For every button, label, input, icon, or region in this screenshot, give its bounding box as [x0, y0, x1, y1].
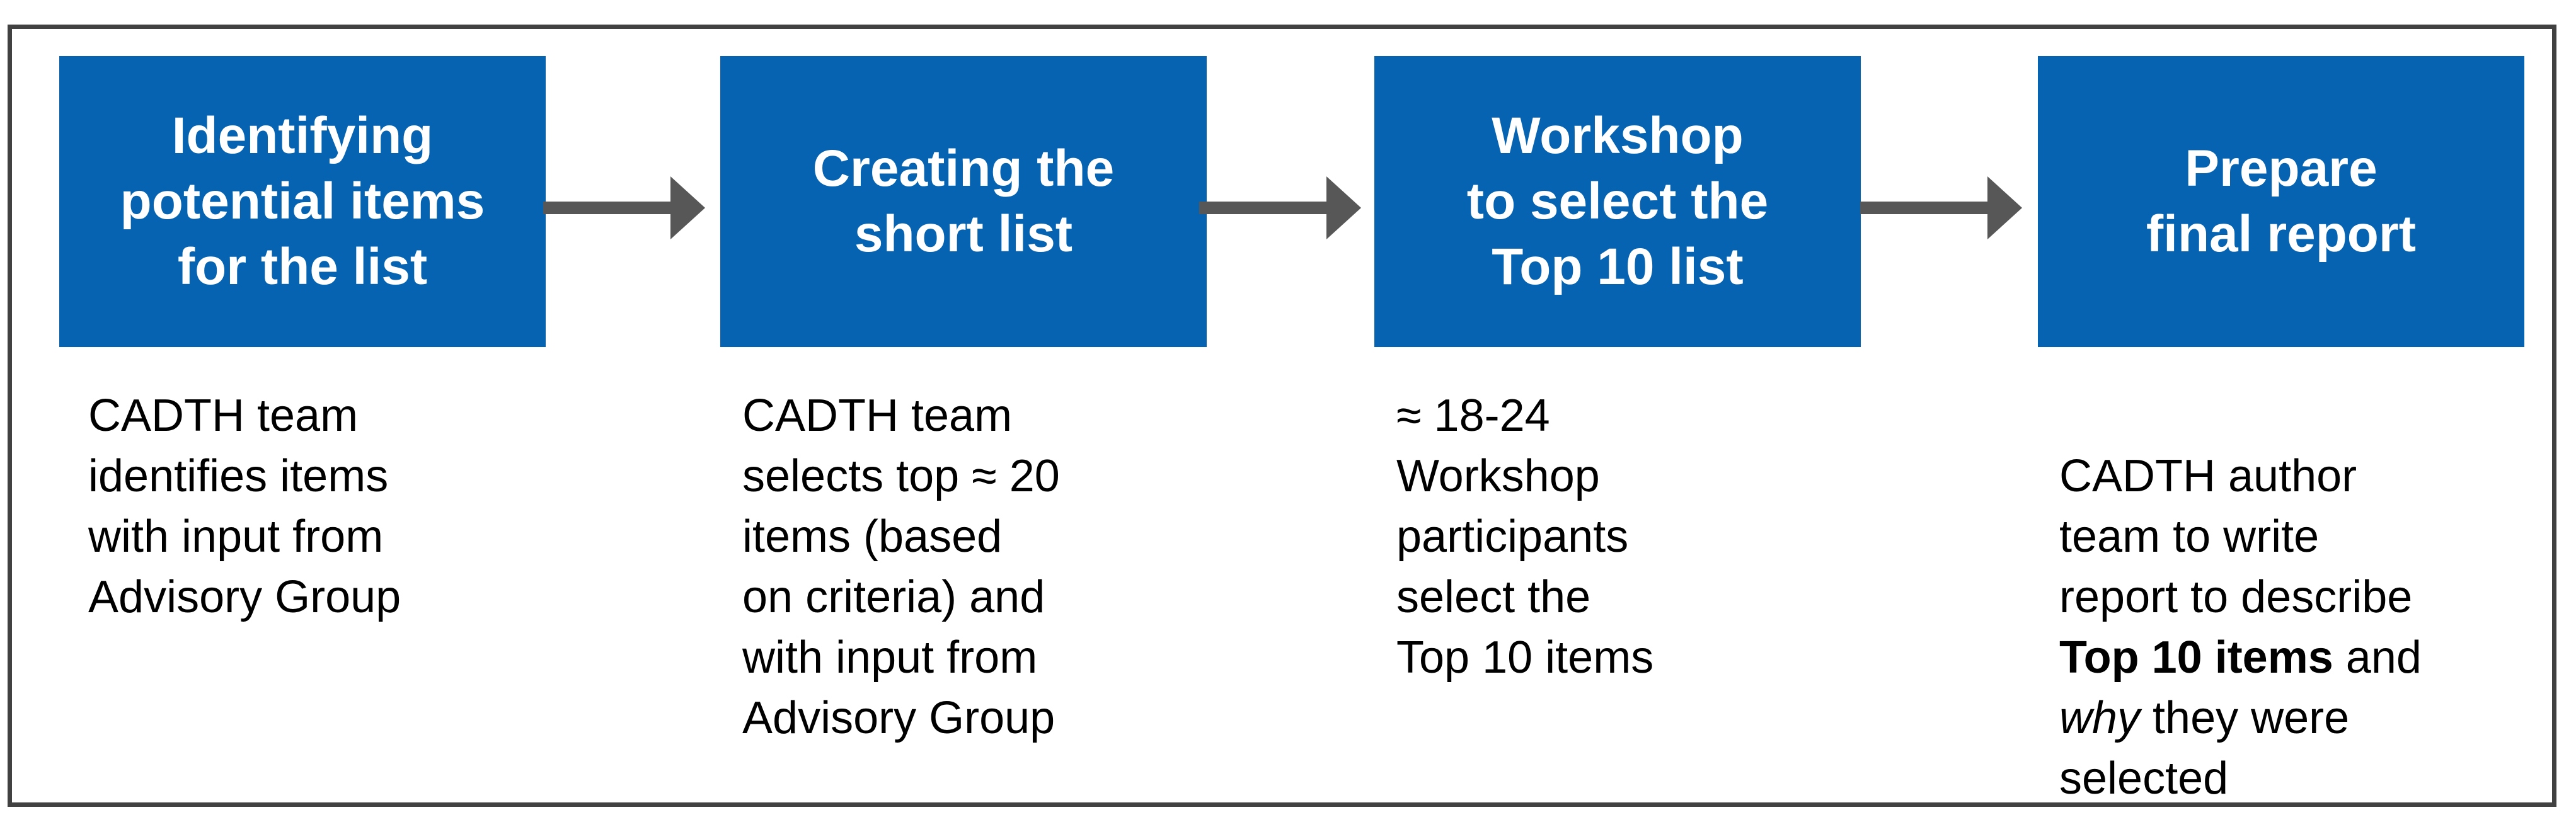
arrow-head — [1987, 176, 2022, 239]
step-4-description: CADTH author team to write report to des… — [2059, 385, 2576, 809]
step-box-report: Prepare final report — [2038, 56, 2524, 347]
step-4-desc-segment-1: CADTH author team to write report to des… — [2059, 451, 2413, 622]
step-4-title: Prepare final report — [2146, 140, 2417, 263]
arrow-shaft — [1199, 202, 1326, 214]
arrow-shaft — [543, 202, 670, 214]
flow-arrow-icon-1 — [543, 176, 705, 239]
step-box-shortlist: Creating the short list — [720, 56, 1207, 347]
step-4-desc-segment-3: and — [2345, 632, 2422, 683]
step-1-title: Identifying potential items for the list — [120, 107, 485, 295]
step-4-desc-top10-bold: Top 10 items — [2059, 632, 2333, 683]
step-3-description: ≈ 18-24 Workshop participants select the… — [1396, 391, 1654, 683]
arrow-head — [670, 176, 705, 239]
arrow-shaft — [1860, 202, 1987, 214]
step-1-description: CADTH team identifies items with input f… — [88, 391, 401, 622]
flow-arrow-icon-2 — [1199, 176, 1361, 239]
step-box-identify: Identifying potential items for the list — [59, 56, 546, 347]
step-3-title: Workshop to select the Top 10 list — [1466, 107, 1769, 295]
step-4-desc-why-italic: why — [2059, 693, 2141, 743]
step-4-desc-segment-5: they were selected — [2059, 693, 2350, 804]
flow-arrow-icon-3 — [1860, 176, 2022, 239]
step-box-workshop: Workshop to select the Top 10 list — [1374, 56, 1861, 347]
step-2-title: Creating the short list — [812, 140, 1115, 263]
step-2-description: CADTH team selects top ≈ 20 items (based… — [742, 391, 1060, 743]
arrow-head — [1326, 176, 1361, 239]
